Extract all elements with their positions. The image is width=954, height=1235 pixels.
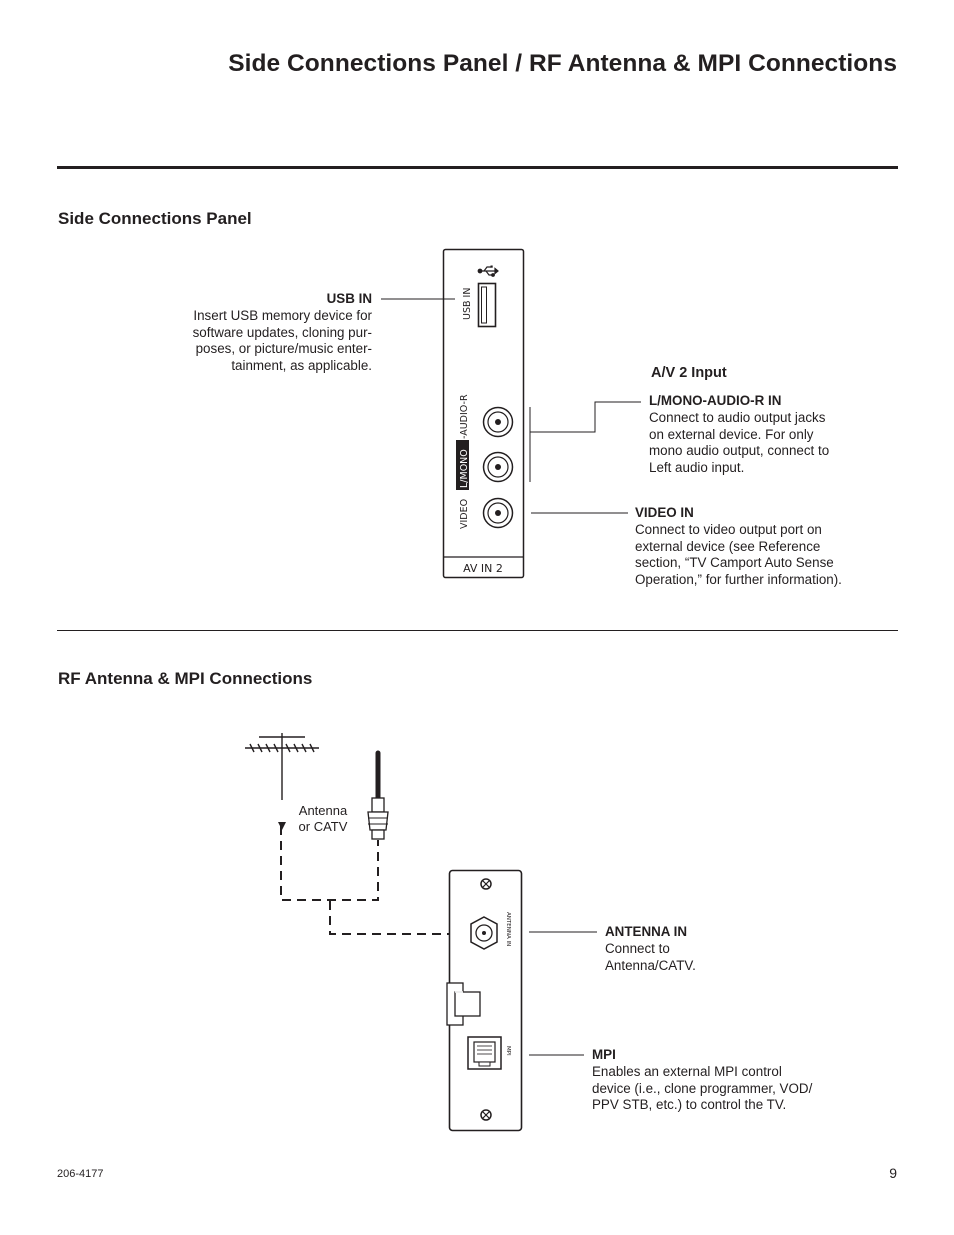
- antenna-in-caption: ANTENNA IN Connect to Antenna/CATV.: [605, 924, 805, 974]
- page-number: 9: [889, 1165, 897, 1181]
- mpi-line: Enables an external MPI control: [592, 1063, 782, 1079]
- coax-connector-icon: [367, 750, 389, 840]
- mpi-port: [467, 1036, 502, 1070]
- section-divider: [57, 630, 898, 631]
- video-in-line: section, “TV Camport Auto Sense: [635, 555, 834, 571]
- antenna-in-port: [470, 916, 498, 950]
- mono-label-box: [456, 440, 469, 490]
- title-divider: [57, 166, 898, 169]
- usb-in-line: software updates, cloning pur-: [192, 324, 372, 340]
- mpi-panel-label: MPI: [505, 1046, 511, 1056]
- panel-clip: [446, 982, 481, 1026]
- video-in-caption: VIDEO IN Connect to video output port on…: [635, 505, 897, 589]
- page-title: Side Connections Panel / RF Antenna & MP…: [228, 50, 897, 77]
- usb-in-caption: USB IN Insert USB memory device for soft…: [150, 291, 372, 375]
- audio-in-title: L/MONO-AUDIO-R IN: [649, 393, 782, 408]
- screw-icon: [480, 878, 492, 890]
- video-in-line: Connect to video output port on: [635, 521, 822, 537]
- side-panel-body: [442, 248, 525, 579]
- antenna-in-panel-label: ANTENNA IN: [505, 912, 511, 946]
- antenna-cable-to-panel: [329, 901, 462, 935]
- rf-mpi-diagram: ANTENNA IN MPI: [245, 733, 597, 1132]
- audio-leader: [530, 401, 641, 433]
- usb-in-label: USB IN: [462, 288, 473, 320]
- audio-in-line: Left audio input.: [649, 460, 745, 476]
- audio-in-line: mono audio output, connect to: [649, 443, 830, 459]
- antenna-in-line: Connect to: [605, 940, 670, 956]
- antenna-mast-icon: [245, 733, 319, 800]
- antenna-label-line: or CATV: [298, 818, 348, 834]
- audio-rest-label: -AUDIO-R: [459, 394, 470, 439]
- usb-port-tongue: [481, 286, 487, 324]
- mpi-title: MPI: [592, 1047, 616, 1062]
- audio-in-line: on external device. For only: [649, 426, 814, 442]
- audio-in-line: Connect to audio output jacks: [649, 409, 826, 425]
- antenna-label: Antenna or CATV: [282, 803, 364, 834]
- doc-number: 206-4177: [57, 1168, 104, 1180]
- usb-in-line: Insert USB memory device for: [193, 307, 372, 323]
- video-in-title: VIDEO IN: [635, 505, 694, 520]
- screw-icon: [480, 1109, 492, 1121]
- av-in-label: AV IN 2: [463, 562, 503, 575]
- antenna-in-line: Antenna/CATV.: [605, 957, 696, 973]
- antenna-cable-loop: [280, 826, 379, 901]
- side-panel-diagram: AV IN 2 USB IN L/MONO -AUDIO-R VIDEO: [381, 248, 641, 579]
- side-panel-heading: Side Connections Panel: [58, 209, 252, 228]
- video-in-line: Operation,” for further information).: [635, 572, 842, 588]
- mpi-caption: MPI Enables an external MPI control devi…: [592, 1047, 842, 1114]
- audio-r-jack: [482, 406, 514, 438]
- mpi-line: device (i.e., clone programmer, VOD/: [592, 1080, 813, 1096]
- audio-in-caption: L/MONO-AUDIO-R IN Connect to audio outpu…: [649, 393, 879, 477]
- antenna-in-title: ANTENNA IN: [605, 924, 688, 939]
- audio-l-jack: [482, 451, 514, 483]
- audio-mono-label: L/MONO: [459, 449, 470, 488]
- usb-in-line: poses, or picture/music enter-: [195, 341, 372, 357]
- av2-input-heading: A/V 2 Input: [651, 365, 727, 381]
- video-jack: [482, 497, 514, 529]
- usb-icon: [477, 265, 499, 277]
- antenna-label-line: Antenna: [298, 803, 348, 818]
- rf-section-heading: RF Antenna & MPI Connections: [58, 669, 313, 688]
- video-label: VIDEO: [459, 499, 470, 529]
- usb-in-title: USB IN: [326, 291, 372, 306]
- usb-in-line: tainment, as applicable.: [231, 358, 372, 374]
- mpi-line: PPV STB, etc.) to control the TV.: [592, 1097, 787, 1113]
- video-in-line: external device (see Reference: [635, 538, 821, 554]
